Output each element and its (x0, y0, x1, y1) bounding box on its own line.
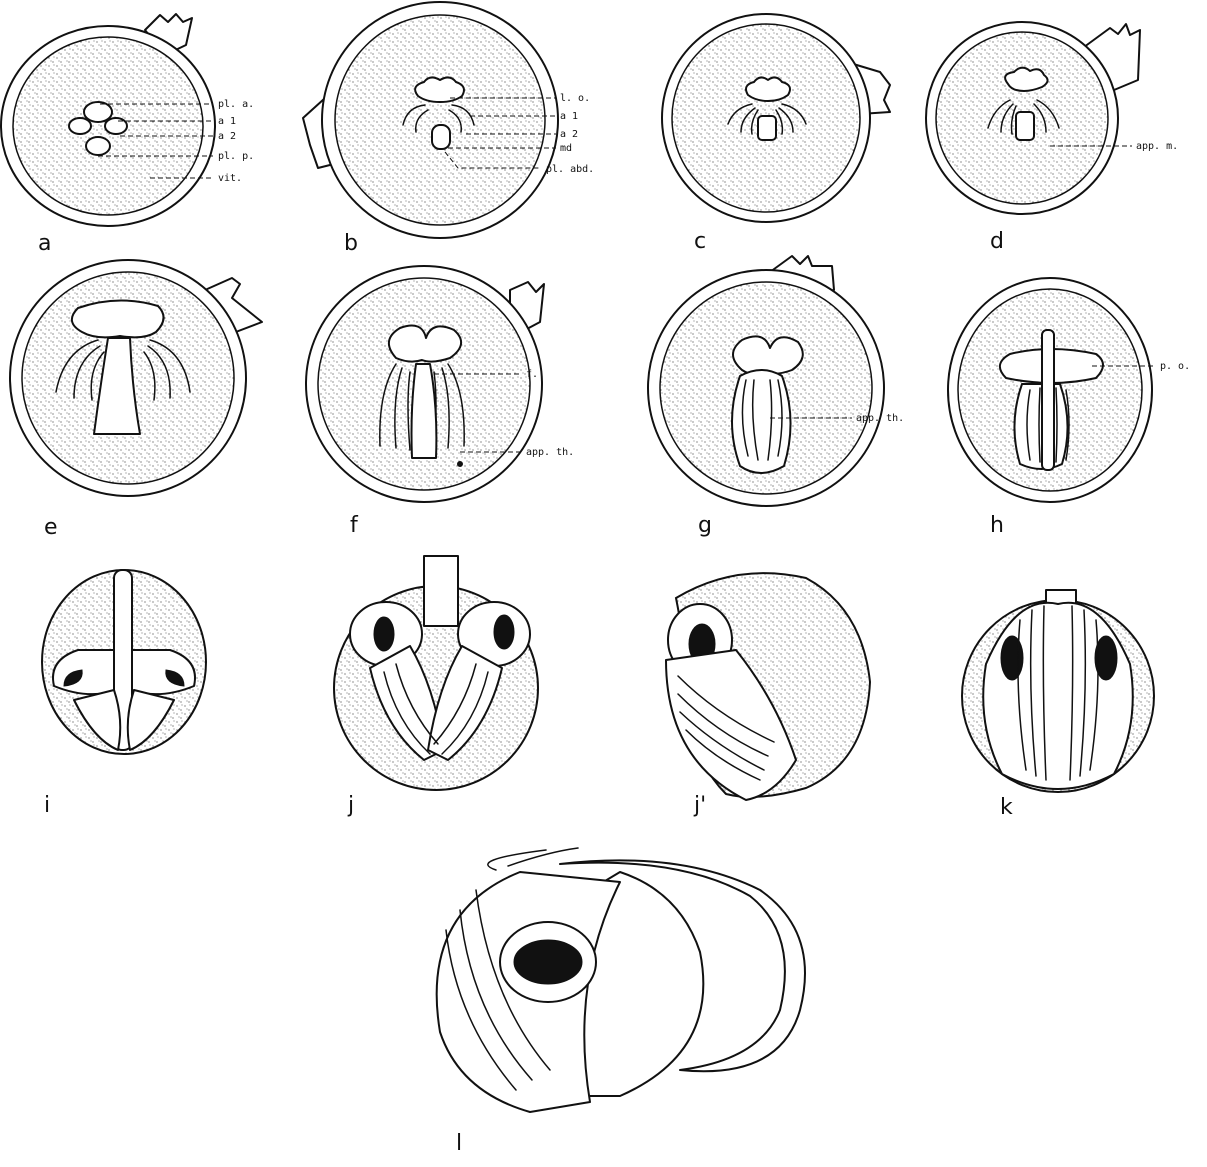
figure-letter-g: g (698, 513, 712, 538)
figure-g: app. th. g (648, 256, 904, 538)
label-md: md (560, 143, 572, 154)
label-a1: a 1 (560, 111, 578, 122)
label-app-m: app. m. (1136, 141, 1178, 152)
figure-letter-c: c (694, 229, 706, 254)
figure-letter-i: i (44, 793, 50, 818)
figure-b: l. o. a 1 a 2 md pl. abd. b (303, 2, 594, 256)
figure-letter-b: b (344, 231, 358, 256)
rostrum (424, 556, 458, 626)
right-eye (494, 615, 514, 649)
figure-letter-k: k (1000, 795, 1013, 820)
head-lobes (733, 336, 803, 374)
abdominal-plate (758, 116, 776, 140)
figure-d: app. m. d (926, 22, 1178, 254)
right-eye-lobe (130, 650, 195, 694)
label-f: f. (526, 369, 538, 380)
figure-letter-a: a (38, 231, 51, 256)
figure-letter-j: j (347, 793, 354, 818)
abdominal-plate (1016, 112, 1034, 140)
abdominal-plate (432, 125, 450, 149)
antenna-1-bud (69, 118, 91, 134)
body (983, 603, 1133, 789)
label-pl-p: pl. p. (218, 151, 254, 162)
label-p-o: p. o. (1160, 361, 1190, 372)
head-lobes (72, 300, 164, 337)
figure-letter-d: d (990, 229, 1004, 254)
label-a2: a 2 (560, 129, 578, 140)
left-eye (374, 617, 394, 651)
label-app-th: app. th. (856, 413, 904, 424)
figure-e: e (10, 260, 262, 540)
left-eye (1001, 636, 1023, 680)
abdomen (412, 364, 437, 458)
figure-k: k (962, 590, 1154, 820)
figure-l: l (437, 848, 805, 1156)
figure-letter-h: h (990, 513, 1004, 538)
figure-a: pl. a. a 1 a 2 pl. p. vit. a (1, 14, 254, 256)
label-pl-a: pl. a. (218, 99, 254, 110)
label-app-th: app. th. (526, 447, 574, 458)
figure-i: i (42, 570, 206, 818)
figure-f: f. app. th. f (306, 266, 574, 538)
figure-letter-l: l (456, 1131, 462, 1156)
label-a2: a 2 (218, 131, 236, 142)
figure-c: c (662, 14, 890, 254)
label-vit: vit. (218, 173, 242, 184)
figure-h: p. o. h (948, 278, 1190, 538)
yolk (335, 15, 545, 225)
left-eye-lobe (53, 650, 118, 694)
figure-letter-j-prime: j' (693, 793, 706, 818)
label-pl-abd: pl. abd. (546, 164, 594, 175)
dot (458, 462, 463, 467)
figure-letter-e: e (44, 515, 58, 540)
label-l-o: l. o. (560, 93, 590, 104)
posterior-plate (86, 137, 110, 155)
antenna-2-bud (105, 118, 127, 134)
rostrum (1042, 330, 1054, 470)
label-a1: a 1 (218, 116, 236, 127)
anterior-plate (84, 102, 112, 122)
figure-j: j (334, 556, 538, 818)
eye (514, 940, 582, 984)
figure-letter-f: f (350, 513, 359, 538)
figure-j-prime: j' (666, 573, 870, 818)
